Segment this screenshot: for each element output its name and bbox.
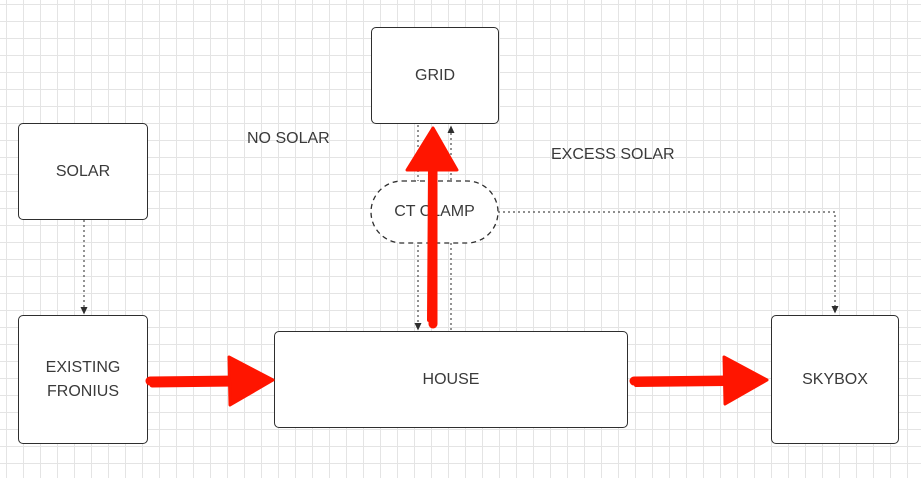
no-solar-annotation: NO SOLAR	[247, 130, 330, 147]
grid-label: GRID	[415, 66, 455, 84]
skybox-node: SKYBOX	[771, 315, 899, 444]
solar-label: SOLAR	[55, 162, 111, 180]
house-label: HOUSE	[422, 370, 480, 388]
connector-ct-clamp-to-skybox	[498, 211, 839, 314]
skybox-label: SKYBOX	[802, 370, 868, 388]
fronius-node: EXISTING FRONIUS	[18, 315, 148, 444]
excess-solar-annotation: EXCESS SOLAR	[551, 146, 675, 163]
solar-node: SOLAR	[18, 123, 148, 220]
ct-clamp-label: CT CLAMP	[394, 203, 475, 220]
house-node: HOUSE	[274, 331, 628, 428]
fronius-label: EXISTING FRONIUS	[45, 358, 121, 400]
grid-node: GRID	[371, 27, 499, 124]
